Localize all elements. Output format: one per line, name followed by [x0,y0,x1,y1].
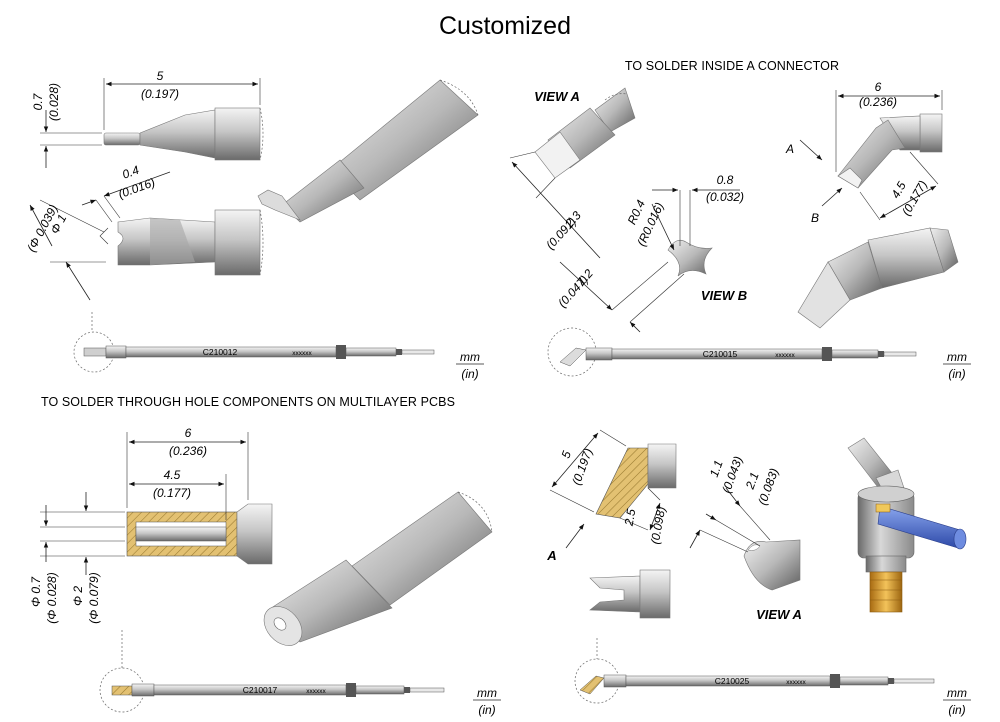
part-code-suffix: xxxxxx [292,350,312,357]
section-heading-connector: TO SOLDER INSIDE A CONNECTOR [625,59,839,73]
dim-notch: 0.4 [120,163,141,182]
dim-4-5: 4.5 [164,468,181,482]
part-code-suffix: xxxxxx [306,688,326,695]
dim-notch-in: (0.016) [116,175,157,201]
unit-in: (in) [478,703,495,717]
tip-full-profile [111,683,445,697]
unit-mm: mm [460,350,480,364]
label-a: A [785,142,794,156]
dim-length: 5 [157,69,164,83]
tip-full-profile [83,345,435,359]
unit-mm: mm [477,686,497,700]
view-b-label: VIEW B [701,288,747,303]
tip-section-view [126,503,273,565]
panel-top-left: 5 (0.197) 0.7 (0.028) 0.4 (0.016) Φ 1 (Φ… [24,69,484,381]
view-b-render [667,239,713,277]
bent-tip-side-view [837,113,943,189]
bent-tip-3d-render [797,227,959,329]
dim-outer-diameter-in: (Φ 0.079) [87,572,101,623]
connector-3d-render [847,437,967,613]
label-a: A [546,548,556,563]
view-a-label: VIEW A [534,89,580,104]
dim-1-1: 1.1 [707,458,726,478]
dim-outer-diameter: Φ 2 [71,586,85,606]
unit-in: (in) [461,367,478,381]
part-code-C210025: C210025 [715,676,750,686]
view-a-label: VIEW A [756,607,802,622]
dim-length-in: (0.197) [141,87,179,101]
dim-2-1: 2.1 [742,470,761,491]
part-code-C210015: C210015 [703,349,738,359]
dim-6-in: (0.236) [859,95,897,109]
tip-full-profile [579,674,935,695]
page-title: Customized [439,12,571,40]
dim-5: 5 [559,449,575,460]
dim-6: 6 [875,80,882,94]
view-a-render [534,87,636,179]
dim-thickness-in: (0.028) [47,83,61,121]
dim-5-in: (0.197) [569,446,595,487]
dim-6: 6 [185,426,192,440]
label-b: B [811,211,819,225]
dim-hole-diameter: Φ 0.7 [29,576,43,607]
dim-1-2-in: (0.047) [555,273,591,311]
angled-tip-section [595,443,677,519]
unit-mm: mm [947,686,967,700]
dim-6-in: (0.236) [169,444,207,458]
part-code-suffix: xxxxxx [786,679,806,686]
unit-in: (in) [948,367,965,381]
panel-top-right: TO SOLDER INSIDE A CONNECTOR VIEW A 2.3 … [509,59,971,381]
dim-2-1-in: (0.083) [755,466,781,507]
dim-2-5-in: (0.098) [648,505,668,545]
dim-0-8-in: (0.032) [706,190,744,204]
view-a-render [743,539,801,591]
tip-side-view [103,107,264,161]
fork-tip-top-view [589,569,671,619]
dim-2-5: 2.5 [622,508,639,528]
dim-1-1-in: (0.043) [719,454,745,495]
tip-3d-render [263,491,493,646]
unit-in: (in) [948,703,965,717]
panel-bottom-right: 5 (0.197) A 2.5 (0.098) VIEW A 1.1 (0.04… [546,429,971,717]
unit-mm: mm [947,350,967,364]
tip-full-profile [559,347,917,367]
dim-hole-diameter-in: (Φ 0.028) [45,572,59,623]
dim-thickness: 0.7 [31,92,45,110]
part-code-C210012: C210012 [203,347,238,357]
panel-bottom-left: TO SOLDER THROUGH HOLE COMPONENTS ON MUL… [29,395,501,717]
dim-0-8: 0.8 [717,173,734,187]
tip-3d-render [257,79,479,223]
tip-top-view [99,209,264,276]
dim-2-3-in: (0.091) [543,215,579,253]
part-code-C210017: C210017 [243,685,278,695]
dim-4-5-in: (0.177) [153,486,191,500]
section-heading-through-hole: TO SOLDER THROUGH HOLE COMPONENTS ON MUL… [41,395,455,409]
part-code-suffix: xxxxxx [775,352,795,359]
